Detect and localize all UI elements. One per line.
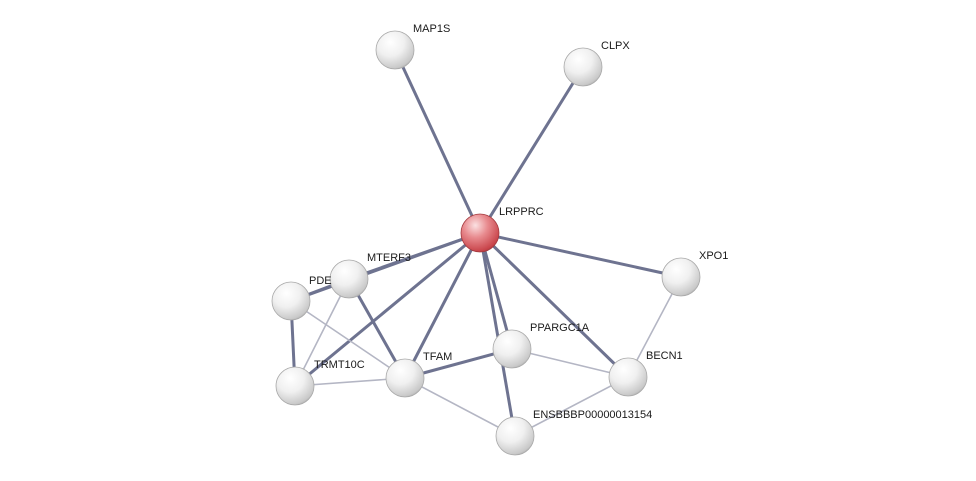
- node-xpo1[interactable]: XPO1: [661, 250, 728, 297]
- node-clpx[interactable]: CLPX: [563, 40, 630, 87]
- edge-lrpprc-xpo1: [478, 231, 683, 279]
- edge-becn1-ensbbbp00000013154: [514, 376, 629, 437]
- node-bubble[interactable]: [385, 358, 425, 398]
- node-bubble[interactable]: [329, 259, 369, 299]
- node-trmt10c[interactable]: TRMT10C: [275, 359, 365, 406]
- node-ensbbbp00000013154[interactable]: ENSBBBP00000013154: [495, 409, 652, 456]
- node-map1s[interactable]: MAP1S: [375, 23, 450, 70]
- node-lrpprc[interactable]: LRPPRC: [460, 206, 544, 253]
- edge-tfam-ensbbbp00000013154: [404, 377, 516, 437]
- edge-lrpprc-ensbbbp00000013154: [478, 231, 517, 438]
- edge-lrpprc-trmt10c: [293, 231, 482, 388]
- node-becn1[interactable]: BECN1: [608, 350, 683, 397]
- node-label: ENSBBBP00000013154: [533, 409, 652, 421]
- node-label: XPO1: [699, 250, 728, 262]
- node-label: MTERF3: [367, 252, 411, 264]
- edge-lrpprc-becn1: [478, 231, 630, 379]
- node-bubble[interactable]: [275, 366, 315, 406]
- node-pde[interactable]: PDE: [271, 275, 332, 321]
- node-tfam[interactable]: TFAM: [385, 351, 452, 398]
- node-label: CLPX: [601, 40, 630, 52]
- edge-pde-tfam: [290, 300, 406, 379]
- node-ppargc1a[interactable]: PPARGC1A: [492, 322, 590, 369]
- node-bubble[interactable]: [563, 47, 603, 87]
- node-label: TFAM: [423, 351, 452, 363]
- node-bubble[interactable]: [375, 30, 415, 70]
- edge-ppargc1a-becn1: [511, 348, 629, 378]
- edge-lrpprc-tfam: [403, 231, 482, 380]
- edge-lrpprc-clpx: [478, 65, 585, 235]
- node-label: TRMT10C: [314, 359, 365, 371]
- node-label: BECN1: [646, 350, 683, 362]
- node-bubble[interactable]: [271, 281, 311, 321]
- node-bubble[interactable]: [661, 257, 701, 297]
- node-bubble[interactable]: [608, 357, 648, 397]
- node-mterf3[interactable]: MTERF3: [329, 252, 411, 299]
- node-bubble[interactable]: [460, 213, 500, 253]
- node-label: LRPPRC: [499, 206, 544, 218]
- node-label: PPARGC1A: [530, 322, 590, 334]
- node-bubble[interactable]: [495, 416, 535, 456]
- node-bubble[interactable]: [492, 329, 532, 369]
- node-label: MAP1S: [413, 23, 450, 35]
- node-label: PDE: [309, 275, 332, 287]
- edge-lrpprc-ppargc1a: [478, 231, 514, 351]
- edge-lrpprc-map1s: [393, 48, 482, 235]
- edge-mterf3-trmt10c: [294, 278, 350, 387]
